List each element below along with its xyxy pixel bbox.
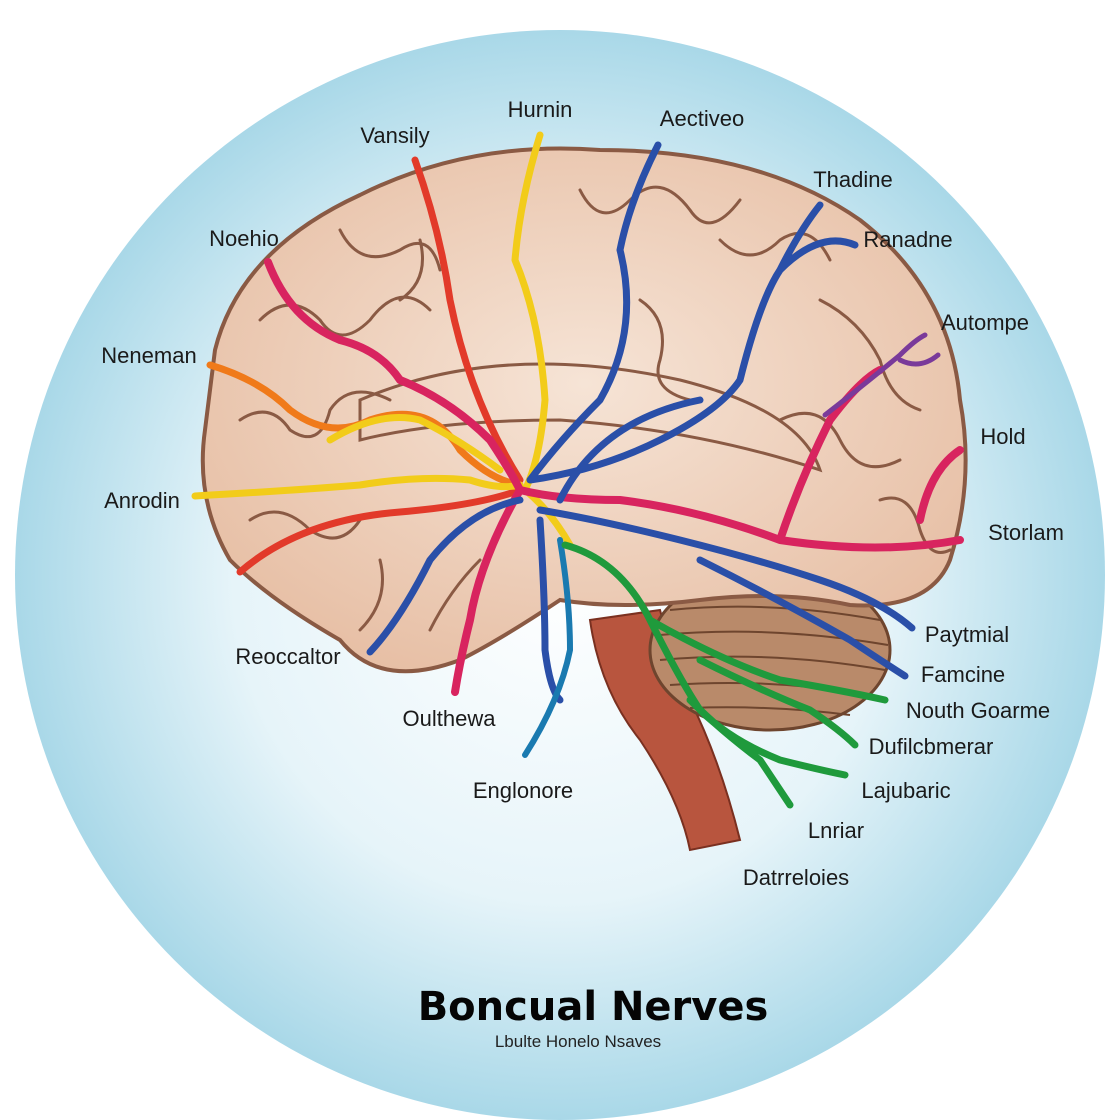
- label-autompe: Autompe: [941, 310, 1029, 335]
- label-lajubaric: Lajubaric: [861, 778, 950, 803]
- label-famcine: Famcine: [921, 662, 1005, 687]
- label-lnriar: Lnriar: [808, 818, 864, 843]
- label-storlam: Storlam: [988, 520, 1064, 545]
- label-dufilcbmerar: Dufilcbmerar: [869, 734, 994, 759]
- nerve-red: [236, 156, 524, 576]
- nerve-yellow: [191, 131, 574, 549]
- label-paytmial: Paytmial: [925, 622, 1009, 647]
- label-aectiveo: Aectiveo: [660, 106, 744, 131]
- nerve-blue: [366, 141, 916, 704]
- label-noehio: Noehio: [209, 226, 279, 251]
- label-anrodin: Anrodin: [104, 488, 180, 513]
- label-hold: Hold: [980, 424, 1025, 449]
- nerve-network: [191, 131, 964, 809]
- label-ranadne: Ranadne: [863, 227, 952, 252]
- nerve-purple: [822, 332, 941, 418]
- nerve-pink: [264, 258, 964, 696]
- nerve-teal: [522, 537, 573, 758]
- label-vansily: Vansily: [360, 123, 429, 148]
- diagram-subtitle: Lbulte Honelo Nsaves: [495, 1032, 661, 1051]
- label-neneman: Neneman: [101, 343, 196, 368]
- label-datrreloies: Datrreloies: [743, 865, 849, 890]
- label-reoccaltor: Reoccaltor: [235, 644, 340, 669]
- label-thadine: Thadine: [813, 167, 893, 192]
- label-englonore: Englonore: [473, 778, 573, 803]
- nerve-labels: Vansily Hurnin Aectiveo Thadine Ranadne …: [101, 97, 1064, 890]
- diagram-title: Boncual Nerves: [418, 984, 769, 1030]
- label-nouth-goarme: Nouth Goarme: [906, 698, 1050, 723]
- label-oulthewa: Oulthewa: [403, 706, 497, 731]
- label-hurnin: Hurnin: [508, 97, 573, 122]
- nerve-green: [561, 541, 889, 809]
